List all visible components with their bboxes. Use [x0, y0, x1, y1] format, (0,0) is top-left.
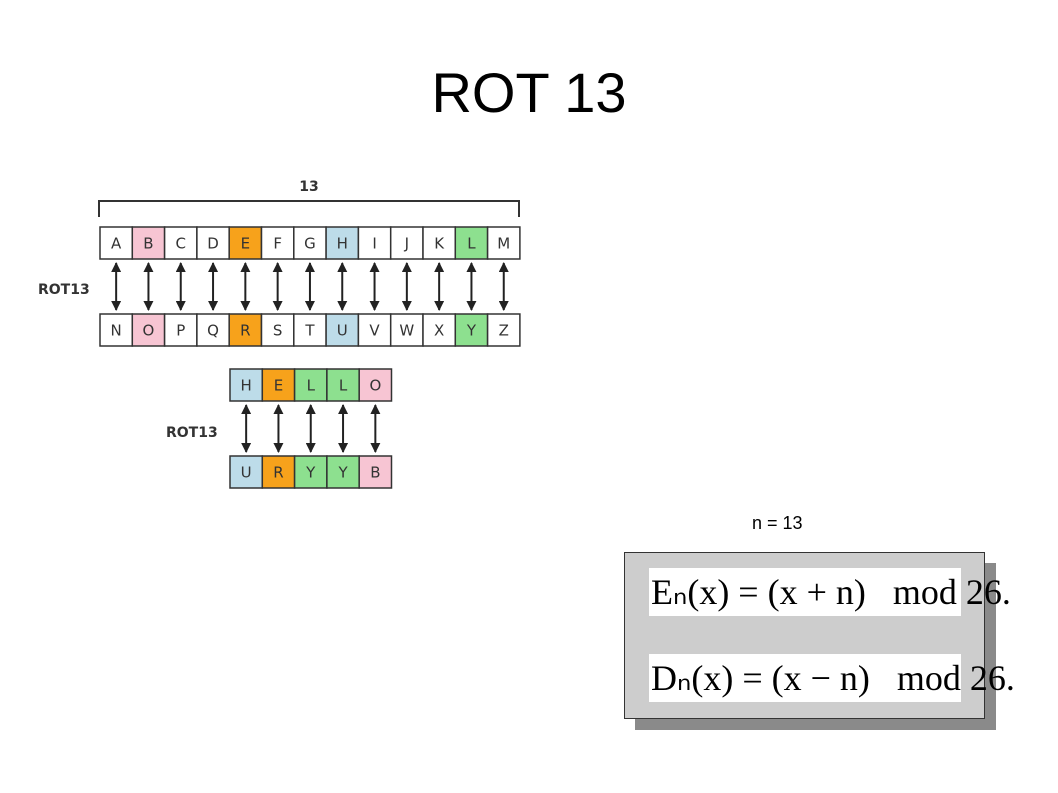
- alphabet-top-cell: L: [454, 226, 489, 260]
- alphabet-top-cell-letter: A: [111, 235, 122, 253]
- alphabet-bottom-cell-letter: X: [434, 322, 444, 340]
- word-cipher-cell: B: [358, 455, 393, 489]
- alphabet-top-cell: H: [325, 226, 360, 260]
- word-cipher-cell-letter: U: [241, 464, 252, 482]
- word-plain-cell: L: [293, 368, 328, 402]
- rot13-label-alphabet: ROT13: [38, 282, 90, 298]
- alphabet-bottom-cell: Z: [486, 313, 521, 347]
- alphabet-top-cell-letter: M: [497, 235, 510, 253]
- alphabet-bottom-cell-letter: W: [399, 322, 414, 340]
- word-cipher-cell: Y: [326, 455, 360, 489]
- alphabet-top-cell: K: [422, 226, 457, 260]
- word-plain-cell-letter: H: [241, 377, 252, 395]
- word-cipher-cell: Y: [293, 455, 328, 489]
- span-bracket: [98, 200, 520, 217]
- alphabet-top-cell-letter: L: [467, 235, 476, 253]
- alphabet-bottom-cell-letter: P: [176, 322, 185, 340]
- word-plain-cell-letter: O: [369, 377, 381, 395]
- alphabet-bottom-cell-letter: N: [111, 322, 122, 340]
- alphabet-top-cell: B: [131, 226, 166, 260]
- encrypt-formula: Eₙ(x) = (x + n) mod 26.: [649, 568, 1011, 616]
- n-value-label: n = 13: [752, 513, 803, 533]
- alphabet-top-cell-letter: K: [434, 235, 445, 253]
- alphabet-bottom-cell: R: [228, 313, 263, 347]
- rot13-label-word: ROT13: [166, 425, 218, 441]
- span-label: 13: [299, 179, 318, 195]
- alphabet-bottom-cell: Y: [454, 313, 489, 347]
- formula-box: Eₙ(x) = (x + n) mod 26. Dₙ(x) = (x − n) …: [624, 552, 1015, 719]
- word-cipher-cell-letter: R: [273, 464, 283, 482]
- alphabet-top-cell-letter: B: [143, 235, 153, 253]
- alphabet-bottom-cell: O: [131, 313, 166, 347]
- word-cipher-cell: R: [261, 455, 296, 489]
- word-plain-cell: L: [326, 368, 360, 402]
- alphabet-top-cell-letter: C: [176, 235, 186, 253]
- alphabet-bottom-cell: X: [422, 313, 457, 347]
- alphabet-top-cell: M: [486, 226, 521, 260]
- alphabet-bottom-cell: S: [260, 313, 295, 347]
- slide-title: ROT 13: [431, 61, 627, 124]
- alphabet-top-cell-letter: E: [241, 235, 250, 253]
- word-cipher-cell: U: [229, 455, 264, 489]
- alphabet-bottom-cell: N: [99, 313, 134, 347]
- alphabet-top-cell-letter: D: [207, 235, 219, 253]
- word-plain-cell: O: [358, 368, 393, 402]
- alphabet-top-cell: I: [357, 226, 392, 260]
- alphabet-bottom-cell: V: [357, 313, 392, 347]
- alphabet-bottom-cell-letter: T: [304, 322, 315, 340]
- word-plain-cell-letter: L: [339, 377, 348, 395]
- alphabet-top-cell: A: [99, 226, 134, 260]
- word-cipher-cell-letter: B: [370, 464, 380, 482]
- alphabet-bottom-cell-letter: O: [143, 322, 155, 340]
- alphabet-top-cell-letter: G: [304, 235, 316, 253]
- alphabet-bottom-cell-letter: S: [273, 322, 283, 340]
- alphabet-bottom-cell: U: [325, 313, 360, 347]
- alphabet-bottom-cell-letter: V: [369, 322, 380, 340]
- alphabet-top-cell-letter: F: [273, 235, 282, 253]
- alphabet-top-cell-letter: J: [404, 235, 409, 253]
- alphabet-bottom-cell-letter: U: [337, 322, 348, 340]
- alphabet-bottom-cell-letter: Q: [207, 322, 219, 340]
- alphabet-bottom-cell: Q: [196, 313, 230, 347]
- word-cipher-cell-letter: Y: [305, 464, 316, 482]
- decrypt-formula: Dₙ(x) = (x − n) mod 26.: [649, 654, 1015, 702]
- word-cipher-cell-letter: Y: [337, 464, 348, 482]
- word-plain-cell: E: [261, 368, 296, 402]
- alphabet-bottom-cell: W: [389, 313, 424, 347]
- alphabet-bottom-cell-letter: Y: [466, 322, 477, 340]
- alphabet-top-cell: F: [260, 226, 295, 260]
- alphabet-bottom-cell-letter: Z: [499, 322, 509, 340]
- word-plain-cell-letter: E: [274, 377, 283, 395]
- alphabet-top-cell: E: [228, 226, 263, 260]
- alphabet-top-cell: G: [293, 226, 327, 260]
- alphabet-top-cell-letter: H: [337, 235, 348, 253]
- alphabet-bottom-cell-letter: R: [240, 322, 250, 340]
- alphabet-top-cell-letter: I: [372, 235, 376, 253]
- alphabet-bottom-cell: P: [163, 313, 198, 347]
- alphabet-top-cell: D: [196, 226, 230, 260]
- word-plain-cell-letter: L: [307, 377, 316, 395]
- word-plain-cell: H: [229, 368, 264, 402]
- alphabet-bottom-cell: T: [293, 313, 327, 347]
- alphabet-top-cell: C: [163, 226, 198, 260]
- alphabet-top-cell: J: [389, 226, 424, 260]
